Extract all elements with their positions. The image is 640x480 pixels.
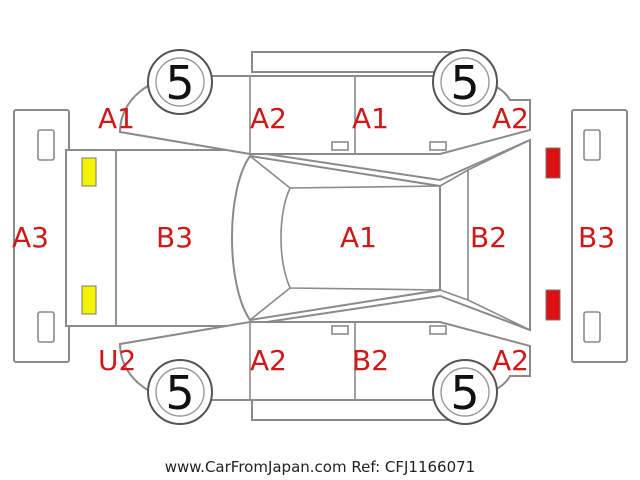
- tire-code: 5: [450, 56, 479, 110]
- code-top-rear-fender: A2: [492, 102, 529, 135]
- code-front-bumper: A3: [12, 221, 49, 254]
- tire-code: 5: [165, 366, 194, 420]
- bottom-side-profile: [118, 321, 531, 421]
- tire-code: 5: [450, 366, 479, 420]
- code-rear-bumper: B3: [578, 221, 615, 254]
- wheel-rear-left: 5: [432, 49, 498, 115]
- headlights: [81, 157, 97, 315]
- code-bottom-rear-door: B2: [352, 344, 389, 377]
- rear-bumper: [571, 109, 628, 363]
- footer-reference: www.CarFromJapan.com Ref: CFJ1166071: [165, 458, 475, 476]
- taillights: [545, 147, 561, 321]
- code-top-rear-door: A1: [352, 102, 389, 135]
- code-hood: B3: [156, 221, 193, 254]
- headlight-right: [81, 285, 97, 315]
- code-roof: A1: [340, 221, 377, 254]
- wheel-front-left: 5: [147, 49, 213, 115]
- code-top-front-fender: A1: [98, 102, 135, 135]
- tire-code: 5: [165, 56, 194, 110]
- code-bottom-rear-fender: A2: [492, 344, 529, 377]
- cabin-outline: [231, 154, 469, 322]
- headlight-left: [81, 157, 97, 187]
- code-bottom-front-door: A2: [250, 344, 287, 377]
- wheel-rear-right: 5: [432, 359, 498, 425]
- wheel-front-right: 5: [147, 359, 213, 425]
- taillight-right: [545, 289, 561, 321]
- code-bottom-front-fender: U2: [98, 344, 136, 377]
- code-top-front-door: A2: [250, 102, 287, 135]
- code-rear-glass-panel: B2: [470, 221, 507, 254]
- taillight-left: [545, 147, 561, 179]
